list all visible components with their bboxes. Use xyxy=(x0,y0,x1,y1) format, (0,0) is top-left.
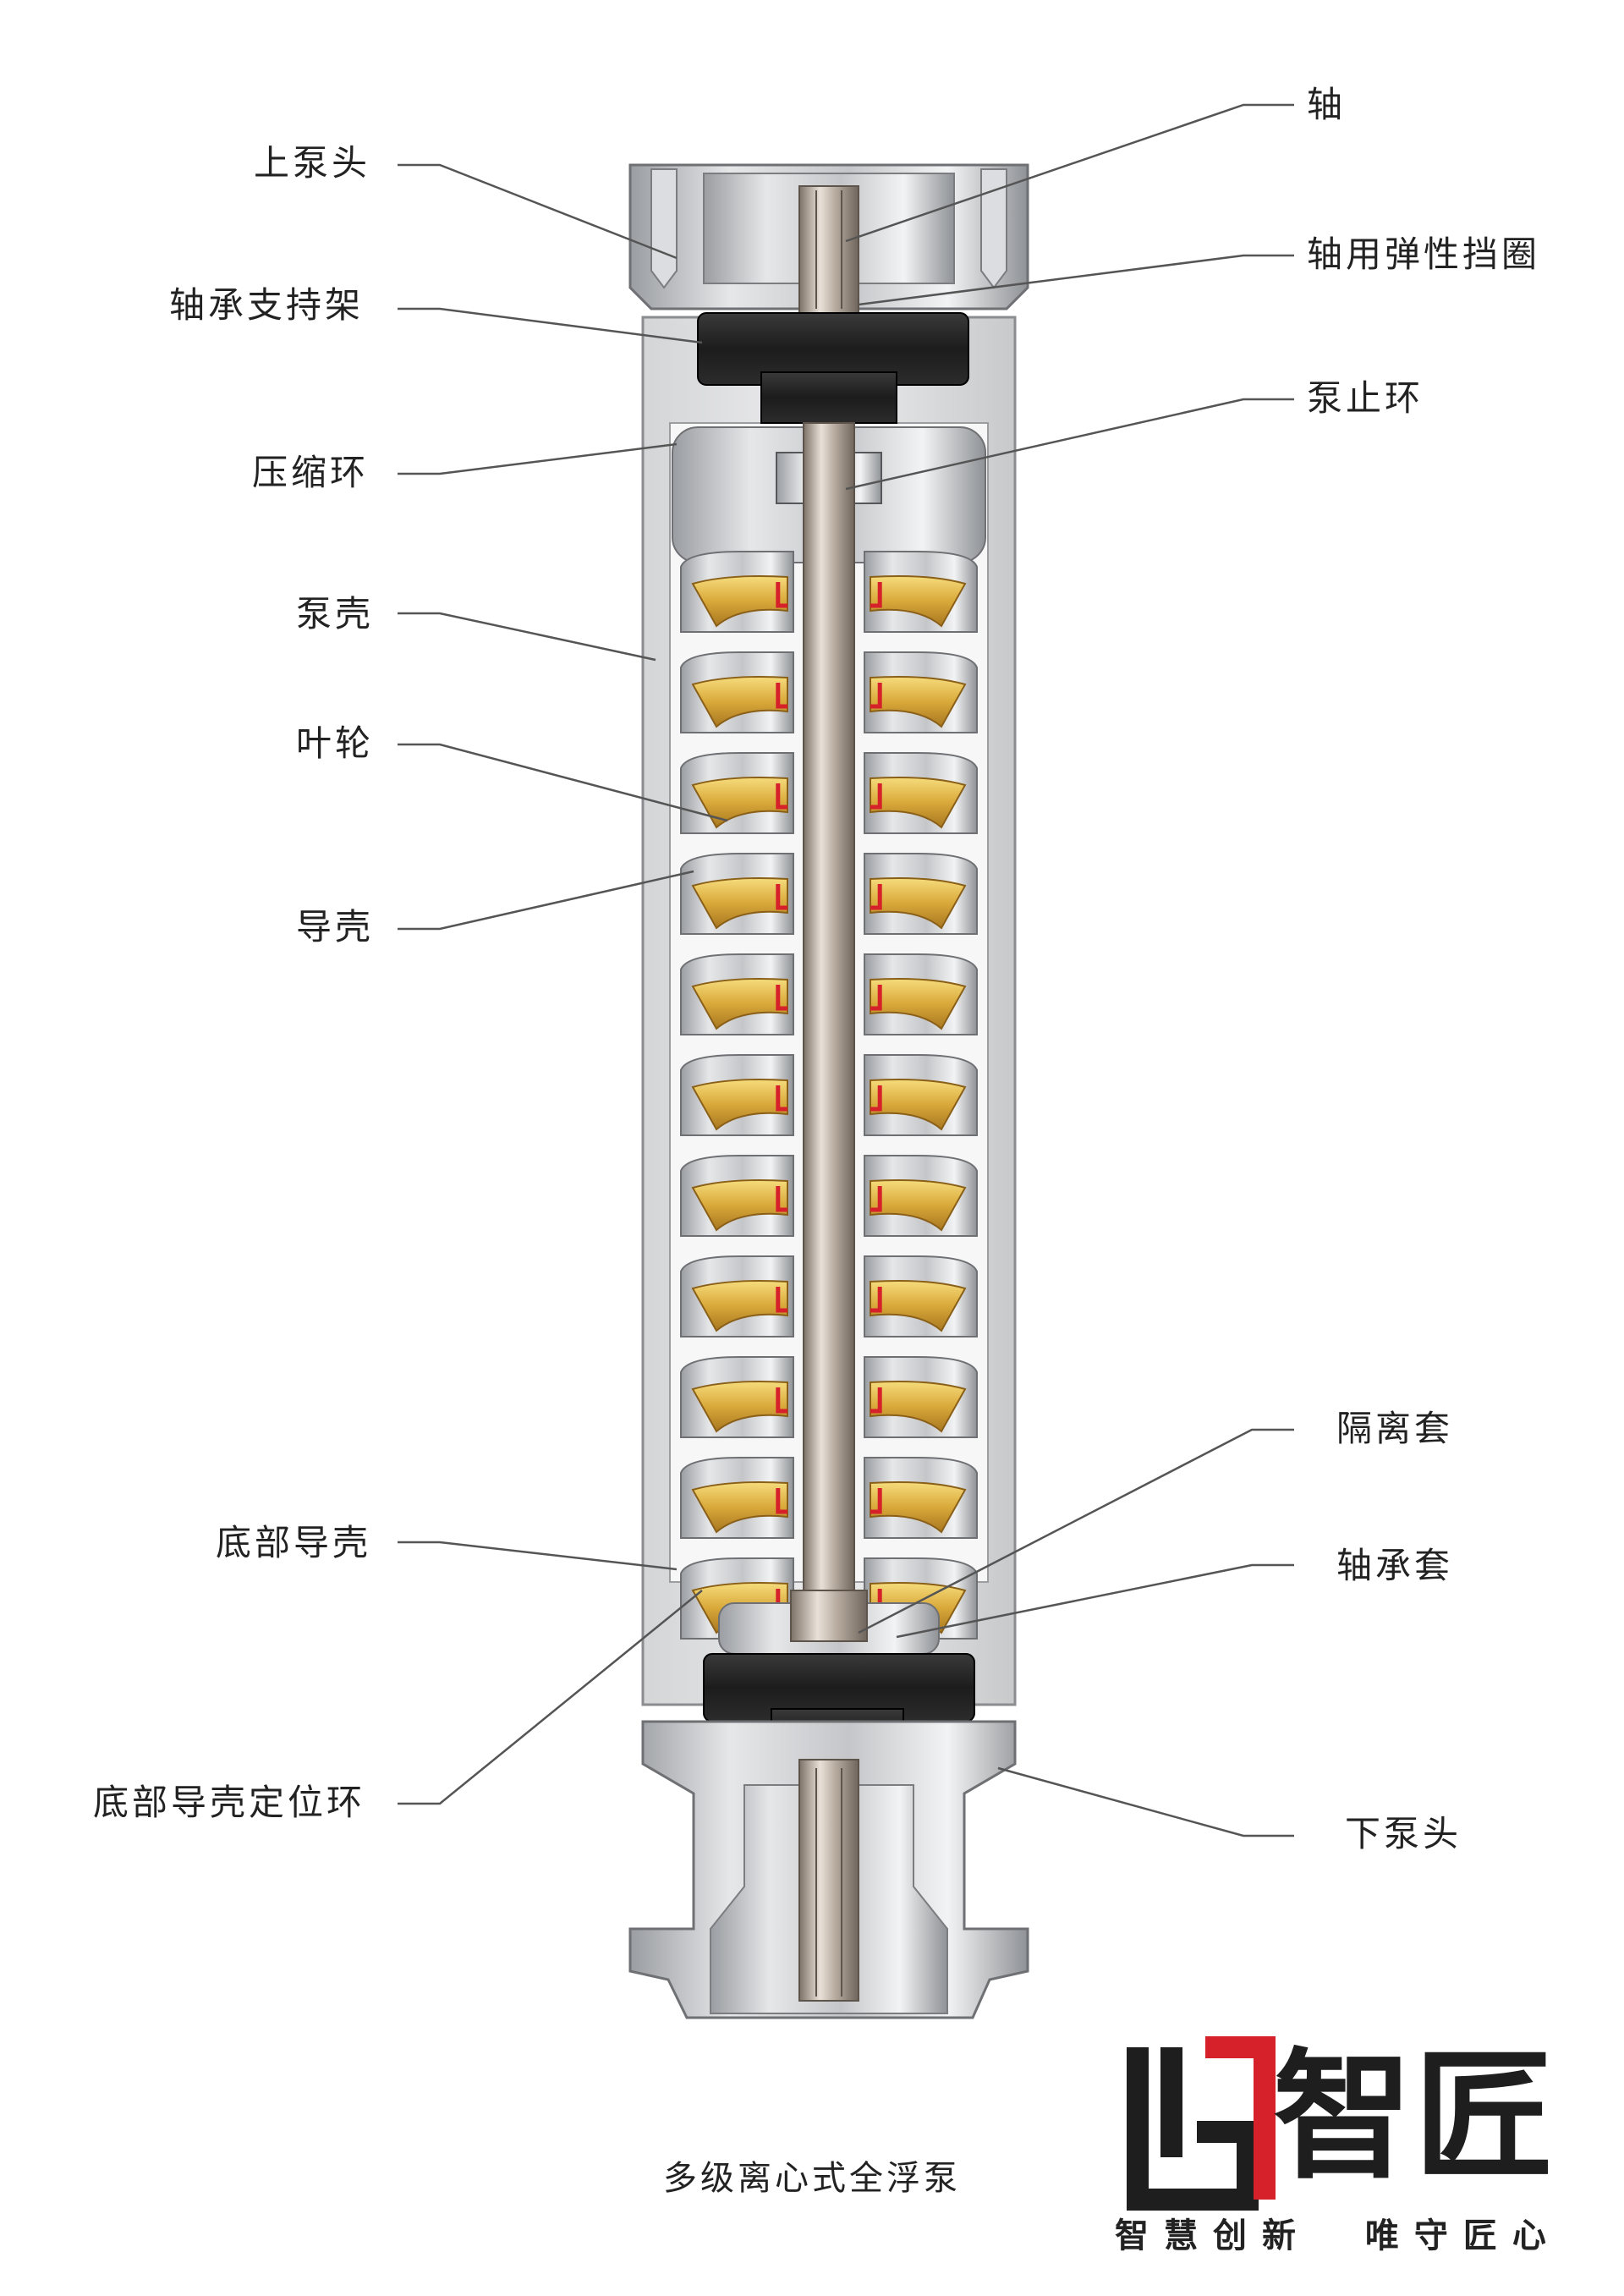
impeller-red-accent xyxy=(870,582,882,608)
impeller-blade xyxy=(870,676,967,728)
impeller-blade xyxy=(691,877,788,930)
impeller-blade xyxy=(691,1280,788,1332)
label-shaft-circlip: 轴用弹性挡圈 xyxy=(1307,233,1541,275)
impeller-red-accent xyxy=(776,1186,787,1212)
stage-half xyxy=(680,953,794,1035)
impeller-blade xyxy=(691,1381,788,1433)
impeller-blade xyxy=(691,575,788,628)
impeller-blade xyxy=(691,1079,788,1131)
stage-half xyxy=(864,651,978,733)
leader-line xyxy=(398,870,694,931)
label-upper-pump-head: 上泵头 xyxy=(254,142,371,184)
stage-half xyxy=(680,1255,794,1338)
leader-line xyxy=(398,163,678,260)
leader-line xyxy=(845,398,1294,491)
label-guide-vane: 导壳 xyxy=(296,906,375,948)
impeller-red-accent xyxy=(776,1488,787,1514)
impeller-red-accent xyxy=(870,1186,882,1212)
impeller-blade xyxy=(870,1381,967,1433)
shaft-top xyxy=(798,185,859,314)
impeller-blade xyxy=(691,978,788,1030)
label-spacer-sleeve: 隔离套 xyxy=(1336,1408,1454,1449)
impeller-red-accent xyxy=(776,1387,787,1414)
stage-half xyxy=(680,1356,794,1438)
impeller-blade xyxy=(870,1079,967,1131)
leader-line xyxy=(398,612,656,662)
impeller-blade xyxy=(870,575,967,628)
logo-mark xyxy=(1127,2036,1276,2211)
stage-half xyxy=(680,651,794,733)
stage-half xyxy=(864,1356,978,1438)
leader-line xyxy=(398,1541,678,1571)
stage-half xyxy=(680,551,794,633)
impeller-red-accent xyxy=(870,1387,882,1414)
impeller-blade xyxy=(691,1179,788,1232)
stage-half xyxy=(680,1054,794,1136)
stage-half xyxy=(864,1255,978,1338)
stage-half xyxy=(864,1155,978,1237)
stage-half xyxy=(864,853,978,935)
stage-half xyxy=(864,551,978,633)
impeller-blade xyxy=(870,978,967,1030)
label-bearing-bracket: 轴承支持架 xyxy=(169,284,365,326)
impeller-red-accent xyxy=(870,884,882,910)
label-pump-casing: 泵壳 xyxy=(296,593,375,634)
label-impeller: 叶轮 xyxy=(296,722,375,764)
stage-half xyxy=(680,1457,794,1539)
leader-line xyxy=(858,254,1294,306)
impeller-red-accent xyxy=(776,683,787,709)
diagram-caption: 多级离心式全浮泵 xyxy=(663,2159,961,2198)
leader-line xyxy=(845,103,1294,243)
leader-line xyxy=(896,1563,1294,1639)
label-bottom-guide-vane: 底部导壳 xyxy=(216,1522,372,1563)
main-shaft xyxy=(803,422,855,1651)
impeller-red-accent xyxy=(870,683,882,709)
label-bottom-guide-vane-ring: 底部导壳定位环 xyxy=(93,1782,366,1823)
label-compression-ring: 压缩环 xyxy=(252,452,370,493)
leader-lines xyxy=(398,103,1294,1837)
logo-name: 智匠 xyxy=(1273,2035,1555,2198)
impeller-blade xyxy=(870,1280,967,1332)
stage-half xyxy=(864,953,978,1035)
leader-line xyxy=(398,743,728,822)
label-shaft: 轴 xyxy=(1307,84,1347,125)
impeller-blade xyxy=(870,777,967,829)
impeller-red-accent xyxy=(870,783,882,810)
impeller-blade xyxy=(691,777,788,829)
leader-line xyxy=(398,442,678,475)
logo-slogan: 智慧创新 唯守匠心 xyxy=(1115,2216,1561,2255)
impeller-stages xyxy=(680,551,978,1640)
impeller-red-accent xyxy=(870,1085,882,1112)
shaft-bottom xyxy=(798,1759,859,2002)
label-bearing-sleeve: 轴承套 xyxy=(1336,1545,1454,1586)
label-pump-stop-ring: 泵止环 xyxy=(1307,377,1424,419)
impeller-blade xyxy=(870,1179,967,1232)
stage-half xyxy=(680,853,794,935)
stage-half xyxy=(864,1457,978,1539)
impeller-blade xyxy=(870,877,967,930)
stage-half xyxy=(680,1155,794,1237)
impeller-red-accent xyxy=(776,783,787,810)
impeller-red-accent xyxy=(870,1488,882,1514)
impeller-red-accent xyxy=(776,582,787,608)
impeller-blade xyxy=(691,1481,788,1534)
impeller-red-accent xyxy=(776,1287,787,1313)
impeller-blade xyxy=(691,676,788,728)
stage-half xyxy=(680,752,794,834)
label-lower-pump-head: 下泵头 xyxy=(1345,1813,1462,1854)
stage-half xyxy=(864,1054,978,1136)
leader-line xyxy=(997,1766,1294,1837)
impeller-blade xyxy=(870,1481,967,1534)
leader-line xyxy=(398,307,703,344)
impeller-red-accent xyxy=(776,884,787,910)
impeller-red-accent xyxy=(776,1085,787,1112)
impeller-red-accent xyxy=(870,985,882,1011)
leader-line xyxy=(858,1428,1294,1634)
stage-half xyxy=(864,752,978,834)
impeller-red-accent xyxy=(870,1287,882,1313)
impeller-red-accent xyxy=(776,985,787,1011)
leader-line xyxy=(398,1590,703,1805)
